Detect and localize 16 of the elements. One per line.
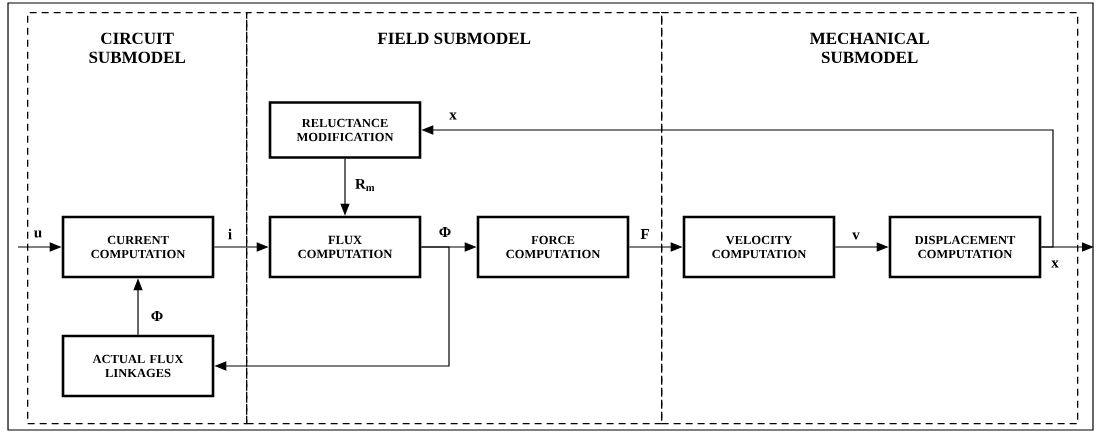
edge-label: Φ [437, 226, 453, 238]
process-box: DISPLACEMENT COMPUTATION [888, 215, 1042, 279]
edge-label: Φ [149, 310, 165, 322]
process-box: FLUX COMPUTATION [268, 215, 422, 279]
edge-label: x [1050, 259, 1060, 269]
edge-label: R$_{m}$ [353, 178, 377, 192]
edge-label: F [639, 228, 651, 240]
edge-label: x [448, 111, 458, 121]
process-box: FORCE COMPUTATION [476, 215, 630, 279]
process-box: VELOCITY COMPUTATION [682, 215, 836, 279]
edge-label: v [851, 231, 861, 241]
edge-label: u [32, 229, 44, 239]
process-box: ACTUAL FLUX LINKAGES [61, 334, 215, 398]
edge-label: i [226, 227, 234, 241]
process-box: RELUCTANCE MODIFICATION [268, 101, 422, 159]
process-box: CURRENT COMPUTATION [61, 215, 215, 279]
